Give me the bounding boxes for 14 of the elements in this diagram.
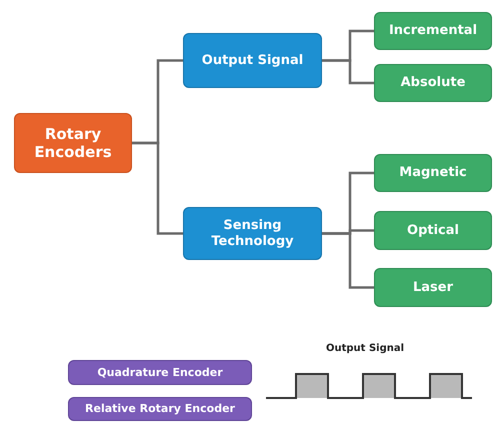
connector-line: [322, 59, 374, 84]
category-box: Absolute: [374, 64, 492, 102]
category-box: Sensing Technology: [183, 207, 322, 260]
category-box: Laser: [374, 268, 492, 307]
category-box: Magnetic: [374, 154, 492, 192]
connector-line: [322, 232, 374, 289]
category-box: Output Signal: [183, 33, 322, 88]
chart-title: Output Signal: [326, 343, 404, 354]
category-box: Incremental: [374, 12, 492, 50]
category-box: Rotary Encoders: [14, 113, 132, 173]
connector-line: [132, 142, 183, 235]
category-box: Quadrature Encoder: [68, 360, 252, 385]
category-box: Optical: [374, 211, 492, 250]
category-box: Relative Rotary Encoder: [68, 397, 252, 421]
